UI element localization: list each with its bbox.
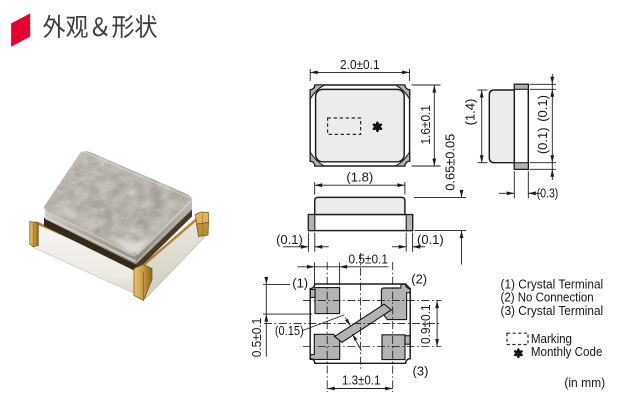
svg-text:Marking: Marking: [531, 331, 572, 346]
svg-text:(2) No Connection: (2) No Connection: [501, 290, 594, 305]
svg-text:0.9±0.1: 0.9±0.1: [418, 304, 433, 344]
svg-text:(0.1): (0.1): [417, 232, 444, 247]
svg-text:0.65±0.05: 0.65±0.05: [442, 134, 457, 191]
svg-text:(1.8): (1.8): [346, 170, 373, 185]
svg-text:(0.1): (0.1): [535, 127, 550, 154]
svg-text:(0.1): (0.1): [535, 95, 550, 122]
svg-text:0.5±0.1: 0.5±0.1: [249, 318, 264, 358]
svg-text:(in mm): (in mm): [564, 375, 605, 390]
svg-text:0.5±0.1: 0.5±0.1: [348, 251, 388, 266]
svg-text:(1): (1): [292, 275, 308, 290]
svg-text:(0.1): (0.1): [276, 232, 303, 247]
svg-text:(0.3): (0.3): [537, 185, 559, 200]
svg-text:(3) Crystal Terminal: (3) Crystal Terminal: [501, 303, 604, 318]
svg-text:(0.15): (0.15): [275, 323, 304, 338]
svg-text:(3): (3): [413, 364, 429, 379]
svg-text:Monthly Code: Monthly Code: [531, 344, 603, 359]
svg-text:2.0±0.1: 2.0±0.1: [340, 57, 380, 72]
svg-text:1.3±0.1: 1.3±0.1: [342, 373, 381, 388]
svg-text:1.6±0.1: 1.6±0.1: [418, 105, 433, 145]
svg-text:(1) Crystal Terminal: (1) Crystal Terminal: [501, 276, 604, 291]
svg-text:(2): (2): [411, 272, 427, 287]
svg-text:(1.4): (1.4): [463, 99, 478, 126]
